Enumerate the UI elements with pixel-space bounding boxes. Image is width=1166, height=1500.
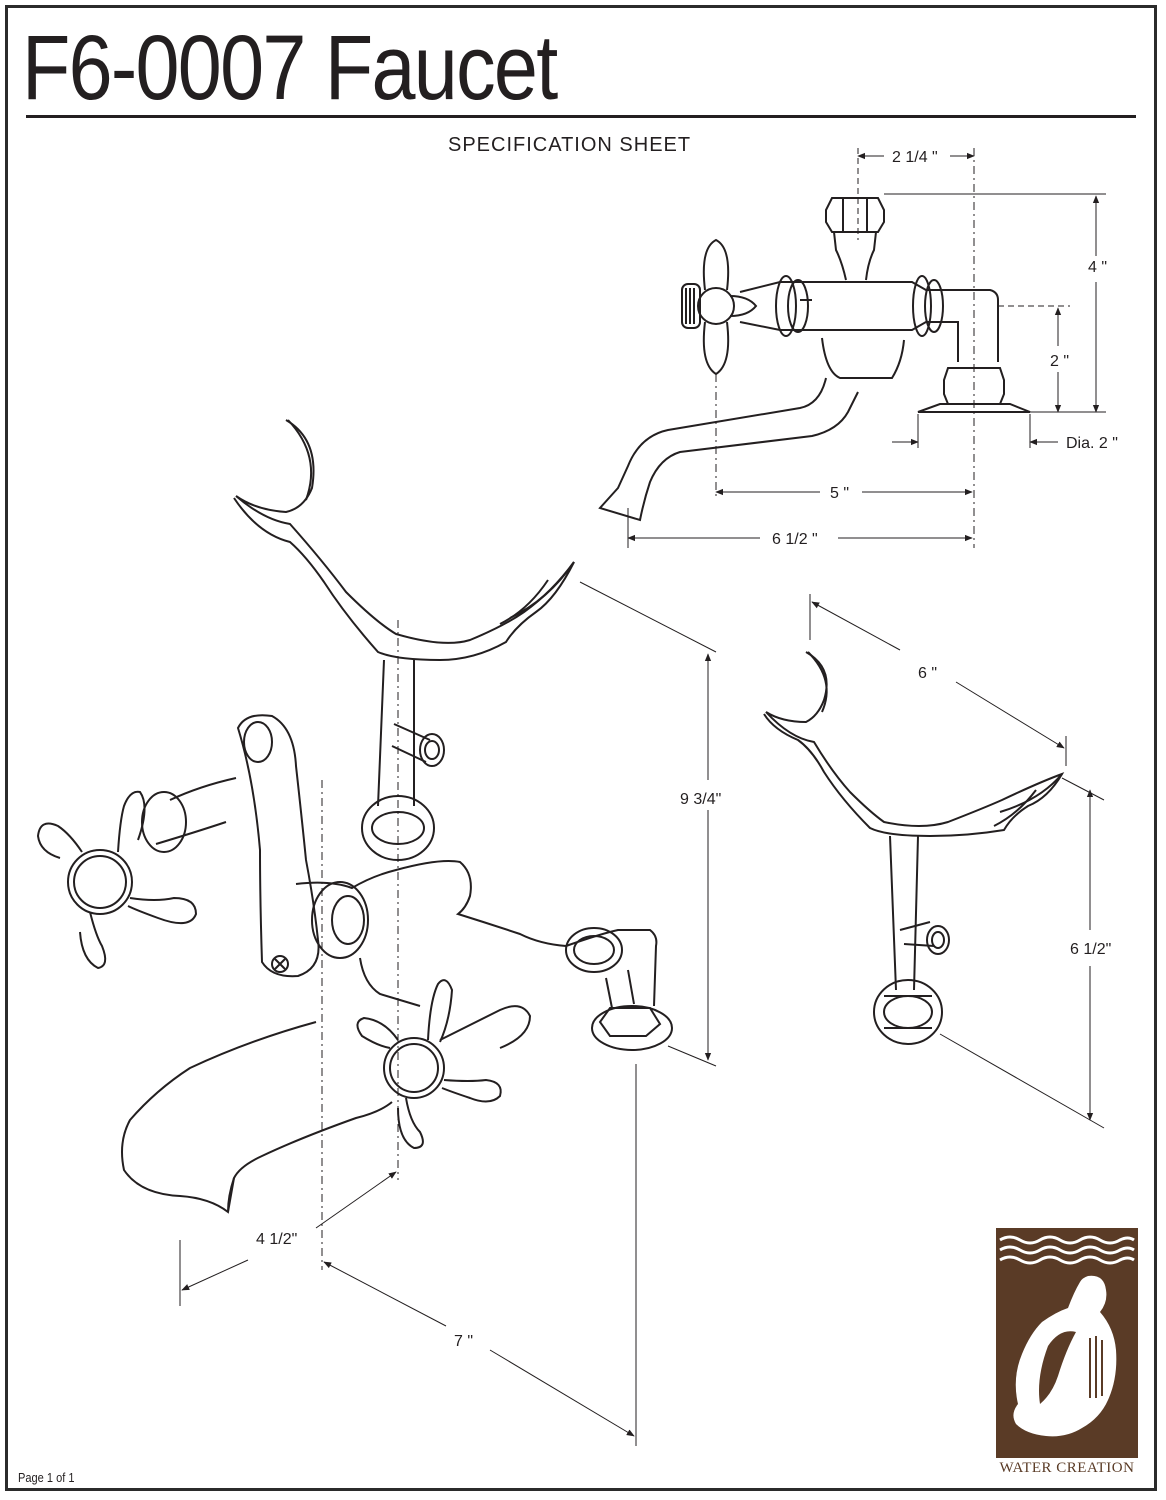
dim-cradle-width: 6 " bbox=[918, 665, 937, 682]
cradle-drawing bbox=[763, 651, 1065, 1045]
document-subtitle: SPECIFICATION SHEET bbox=[448, 134, 692, 156]
dim-spout-length: 7 " bbox=[454, 1333, 473, 1350]
dim-cradle-height: 6 1/2" bbox=[1070, 941, 1111, 958]
isometric-faucet-drawing bbox=[36, 419, 673, 1214]
page-footer: Page 1 of 1 bbox=[18, 1470, 75, 1485]
cradle-dimensions bbox=[809, 594, 1105, 1129]
dim-height-2: 2 " bbox=[1050, 353, 1069, 370]
isometric-dimensions bbox=[179, 581, 717, 1446]
title-divider bbox=[26, 115, 1136, 118]
dim-reach-5: 5 " bbox=[830, 485, 849, 502]
page-title: F6-0007 Faucet bbox=[22, 17, 558, 119]
dimension-labels: 2 1/4 " 4 " 2 " Dia. 2 " 5 " 6 1/2 " 6 "… bbox=[256, 149, 1118, 1350]
logo-caption: WATER CREATION bbox=[999, 1460, 1135, 1476]
water-creation-logo bbox=[996, 1228, 1138, 1458]
dim-height-4: 4 " bbox=[1088, 259, 1107, 276]
side-view-dimensions bbox=[627, 148, 1106, 548]
dim-centers: 4 1/2" bbox=[256, 1231, 297, 1248]
logo-figure-icon bbox=[999, 1235, 1135, 1437]
page-border bbox=[5, 5, 1157, 1491]
dim-overall-height: 9 3/4" bbox=[680, 791, 721, 808]
side-view-drawing bbox=[598, 197, 1031, 522]
dim-reach-6-5: 6 1/2 " bbox=[772, 531, 818, 548]
dim-top-width: 2 1/4 " bbox=[892, 149, 938, 166]
dim-diameter: Dia. 2 " bbox=[1066, 435, 1118, 452]
